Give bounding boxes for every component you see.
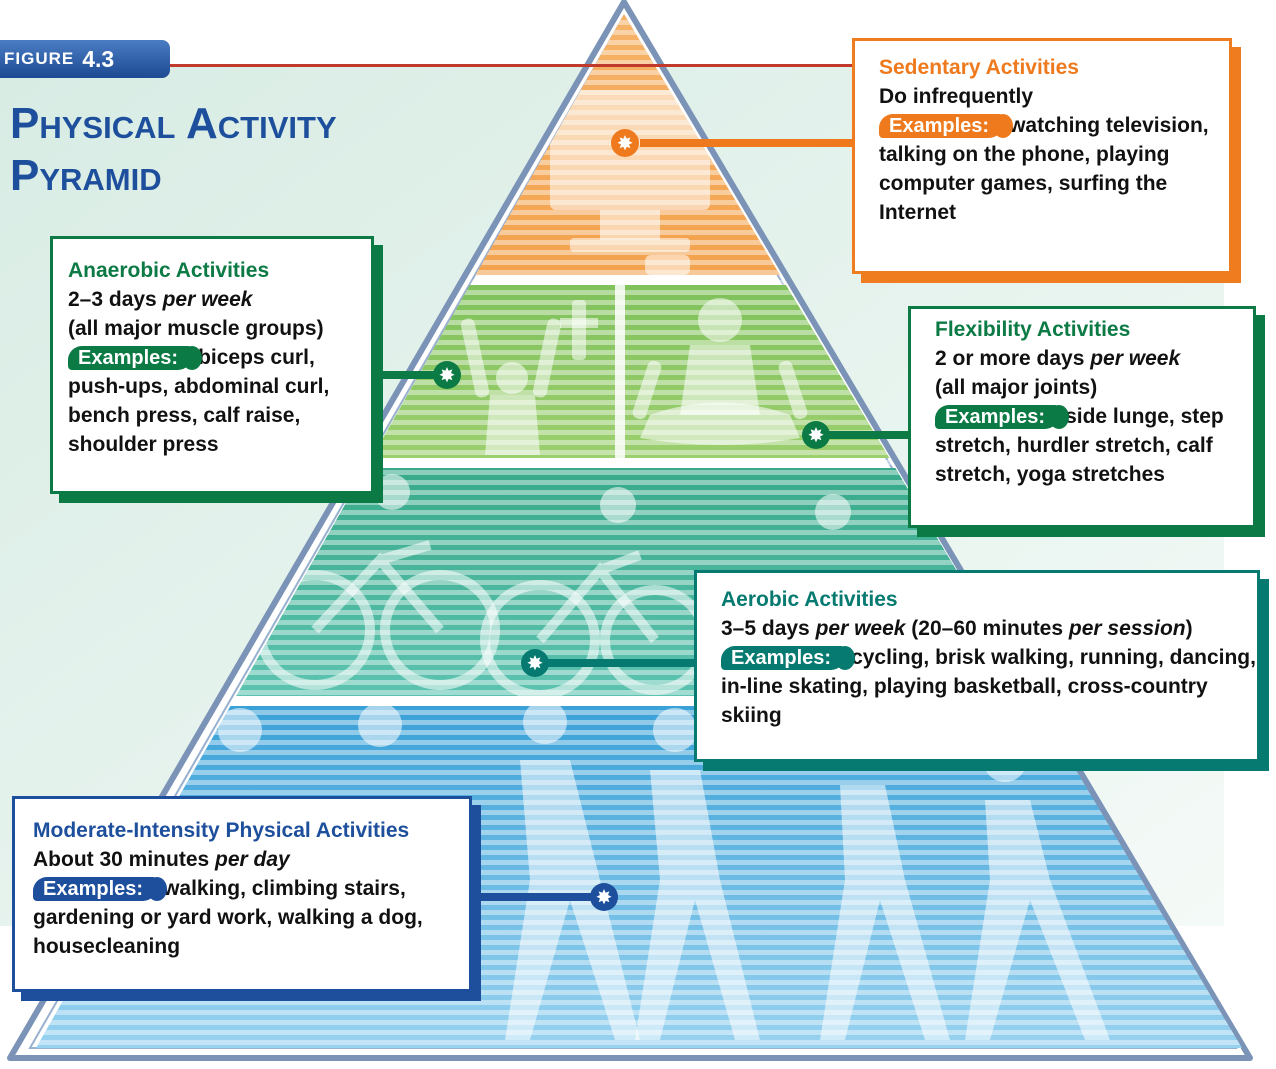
- aerobic-frequency-days: 3–5 days: [721, 617, 816, 640]
- aerobic-frequency-period: per week: [815, 617, 906, 640]
- sedentary-frequency: Do infrequently: [879, 85, 1034, 108]
- examples-badge: Examples:: [879, 114, 1014, 138]
- starburst-icon: ✸: [521, 649, 549, 677]
- moderate-frequency: About 30 minutes per day: [33, 845, 469, 874]
- figure-tag: FIGURE 4.3: [0, 40, 170, 78]
- flexibility-box: Flexibility Activities 2 or more days pe…: [908, 306, 1256, 528]
- svg-text:✸: ✸: [808, 423, 825, 447]
- svg-text:✸: ✸: [596, 885, 613, 909]
- moderate-frequency-period: per day: [215, 848, 290, 871]
- moderate-examples: Examples:walking, climbing stairs, garde…: [33, 874, 469, 961]
- aerobic-title: Aerobic Activities: [721, 588, 898, 611]
- flexibility-examples-text: side lunge, step stretch, hurdler stretc…: [935, 405, 1224, 486]
- starburst-icon: ✸: [802, 421, 830, 449]
- moderate-examples-text: walking, climbing stairs, gardening or y…: [33, 877, 423, 958]
- figure-number: 4.3: [82, 45, 115, 72]
- starburst-icon: ✸: [433, 361, 461, 389]
- flexibility-examples: Examples:side lunge, step stretch, hurdl…: [935, 402, 1253, 489]
- cyclist-head: [374, 474, 410, 510]
- walker-icon: [218, 700, 1110, 1040]
- aerobic-examples: Examples:cycling, brisk walking, running…: [721, 643, 1257, 730]
- sedentary-box: Sedentary Activities Do infrequently Exa…: [852, 38, 1232, 274]
- aerobic-frequency: 3–5 days per week (20–60 minutes per ses…: [721, 614, 1257, 643]
- svg-text:✸: ✸: [439, 363, 456, 387]
- sedentary-examples: Examples:watching television, talking on…: [879, 111, 1229, 227]
- sedentary-examples-text: watching television, talking on the phon…: [879, 114, 1209, 224]
- figure-rule: [170, 64, 860, 67]
- moderate-box: Moderate-Intensity Physical Activities A…: [12, 796, 472, 992]
- examples-badge: Examples:: [33, 877, 168, 901]
- anaerobic-examples-text: biceps curl, push-ups, abdominal curl, b…: [68, 346, 330, 456]
- aerobic-box: Aerobic Activities 3–5 days per week (20…: [694, 570, 1260, 762]
- examples-badge: Examples:: [935, 405, 1070, 429]
- anaerobic-examples: Examples:biceps curl, push-ups, abdomina…: [68, 343, 371, 459]
- anaerobic-title: Anaerobic Activities: [68, 259, 270, 282]
- svg-text:✸: ✸: [527, 651, 544, 675]
- starburst-icon: ✸: [611, 129, 639, 157]
- flexibility-frequency-period: per week: [1090, 347, 1181, 370]
- starburst-icon: ✸: [590, 883, 618, 911]
- moderate-title: Moderate-Intensity Physical Activities: [33, 819, 410, 842]
- examples-badge: Examples:: [721, 646, 856, 670]
- aerobic-frequency-session: per session: [1068, 617, 1186, 640]
- flexibility-frequency-days: 2 or more days: [935, 347, 1091, 370]
- cyclist-head: [600, 487, 636, 523]
- cyclist-head: [815, 494, 851, 530]
- yoga-icon: [632, 298, 808, 445]
- flexibility-title: Flexibility Activities: [935, 318, 1131, 341]
- aerobic-frequency-minutes: (20–60 minutes: [905, 617, 1069, 640]
- examples-badge: Examples:: [68, 346, 203, 370]
- anaerobic-frequency-days: 2–3 days: [68, 288, 163, 311]
- svg-text:✸: ✸: [617, 131, 634, 155]
- computer-icon: [550, 90, 710, 275]
- figure-word: FIGURE: [4, 49, 75, 68]
- weightlifter-icon: [460, 300, 598, 455]
- sedentary-title: Sedentary Activities: [879, 56, 1079, 79]
- aerobic-examples-text: cycling, brisk walking, running, dancing…: [721, 646, 1256, 727]
- flexibility-detail: (all major joints): [935, 376, 1098, 399]
- anaerobic-frequency-period: per week: [162, 288, 253, 311]
- aerobic-frequency-close: ): [1185, 617, 1193, 640]
- page-title: Physical Activity Pyramid: [10, 99, 337, 200]
- moderate-frequency-minutes: About 30 minutes: [33, 848, 216, 871]
- anaerobic-detail: (all major muscle groups): [68, 317, 324, 340]
- anaerobic-frequency: 2–3 days per week: [68, 285, 371, 314]
- flexibility-frequency: 2 or more days per week: [935, 344, 1253, 373]
- anaerobic-box: Anaerobic Activities 2–3 days per week (…: [50, 236, 374, 494]
